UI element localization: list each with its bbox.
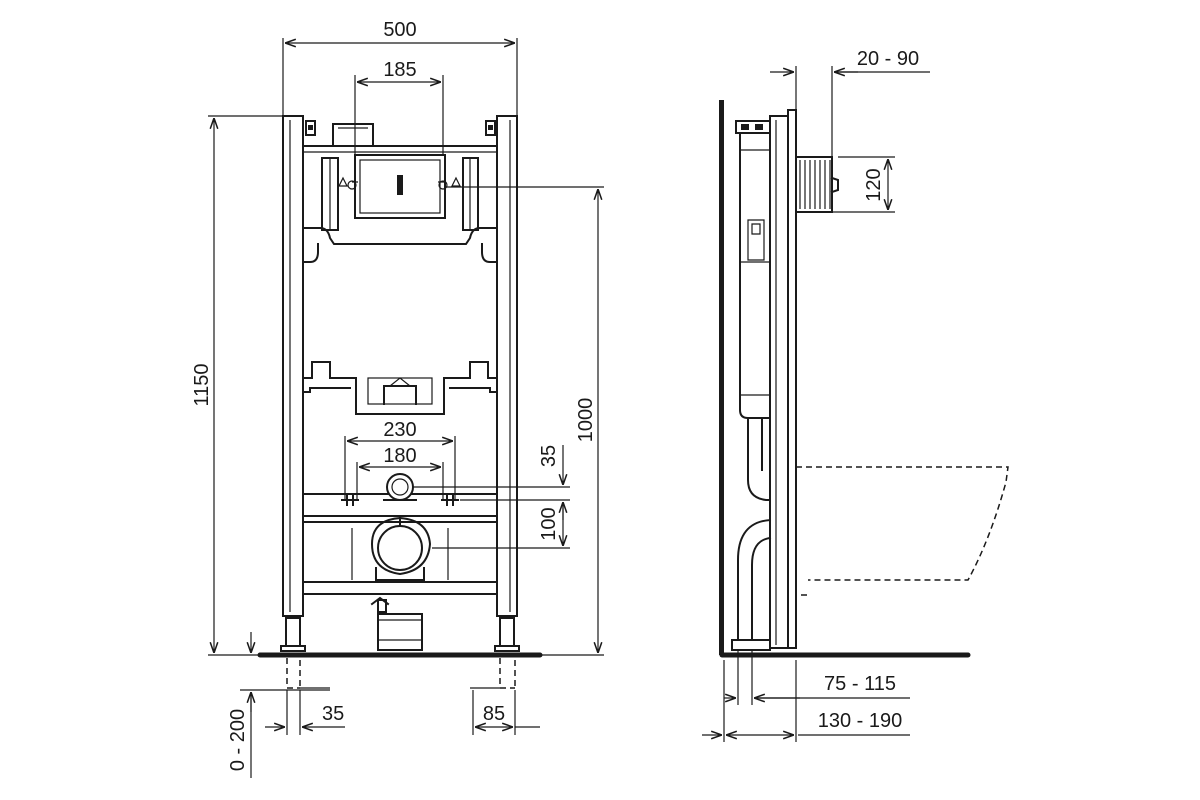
inlet-ring [386, 473, 414, 501]
side-view [719, 100, 1009, 658]
dim-frame-width: 500 [383, 19, 416, 41]
dim-frame-depth-inner: 75 - 115 [824, 673, 896, 695]
left-upright [280, 115, 306, 652]
side-upright [769, 115, 789, 649]
outlet-pipe [370, 515, 432, 581]
right-upright [494, 115, 520, 652]
dim-flush-plate-width: 185 [383, 59, 416, 81]
dim-frame-depth-outer: 130 - 190 [818, 710, 903, 732]
dim-foot-height: 0 - 200 [227, 709, 249, 771]
wall [719, 100, 724, 655]
dim-outlet-offset: 100 [538, 507, 560, 540]
front-dimensions: 500 185 1150 1000 230 180 35 10 [191, 19, 604, 778]
dim-foot-left: 35 [322, 703, 344, 725]
dim-bolt-spacing-inner: 180 [383, 445, 416, 467]
bolt-holes [341, 494, 459, 506]
dim-wall-depth: 20 - 90 [857, 48, 919, 70]
front-view [257, 115, 543, 658]
side-dimensions: 20 - 90 120 75 - 115 130 - 190 [702, 48, 930, 742]
dim-bolt-spacing-outer: 230 [383, 419, 416, 441]
front-panel [787, 109, 797, 649]
inlet-sleeve [795, 156, 833, 213]
dim-cistern-height: 1000 [575, 398, 597, 443]
dim-total-height: 1150 [191, 363, 213, 406]
toilet-bowl-outline [796, 466, 1009, 581]
dim-inlet-height: 120 [863, 168, 885, 201]
dim-foot-right: 85 [483, 703, 505, 725]
dim-inlet-offset: 35 [538, 445, 560, 467]
